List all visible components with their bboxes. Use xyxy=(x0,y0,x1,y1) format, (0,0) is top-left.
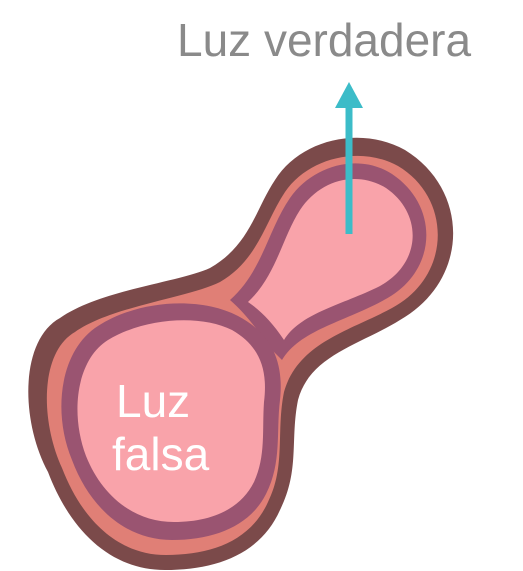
inner-label-line1: Luz xyxy=(116,375,190,427)
inner-label-line2: falsa xyxy=(112,428,210,480)
title-label: Luz verdadera xyxy=(177,14,471,66)
arrow-head xyxy=(335,82,363,108)
